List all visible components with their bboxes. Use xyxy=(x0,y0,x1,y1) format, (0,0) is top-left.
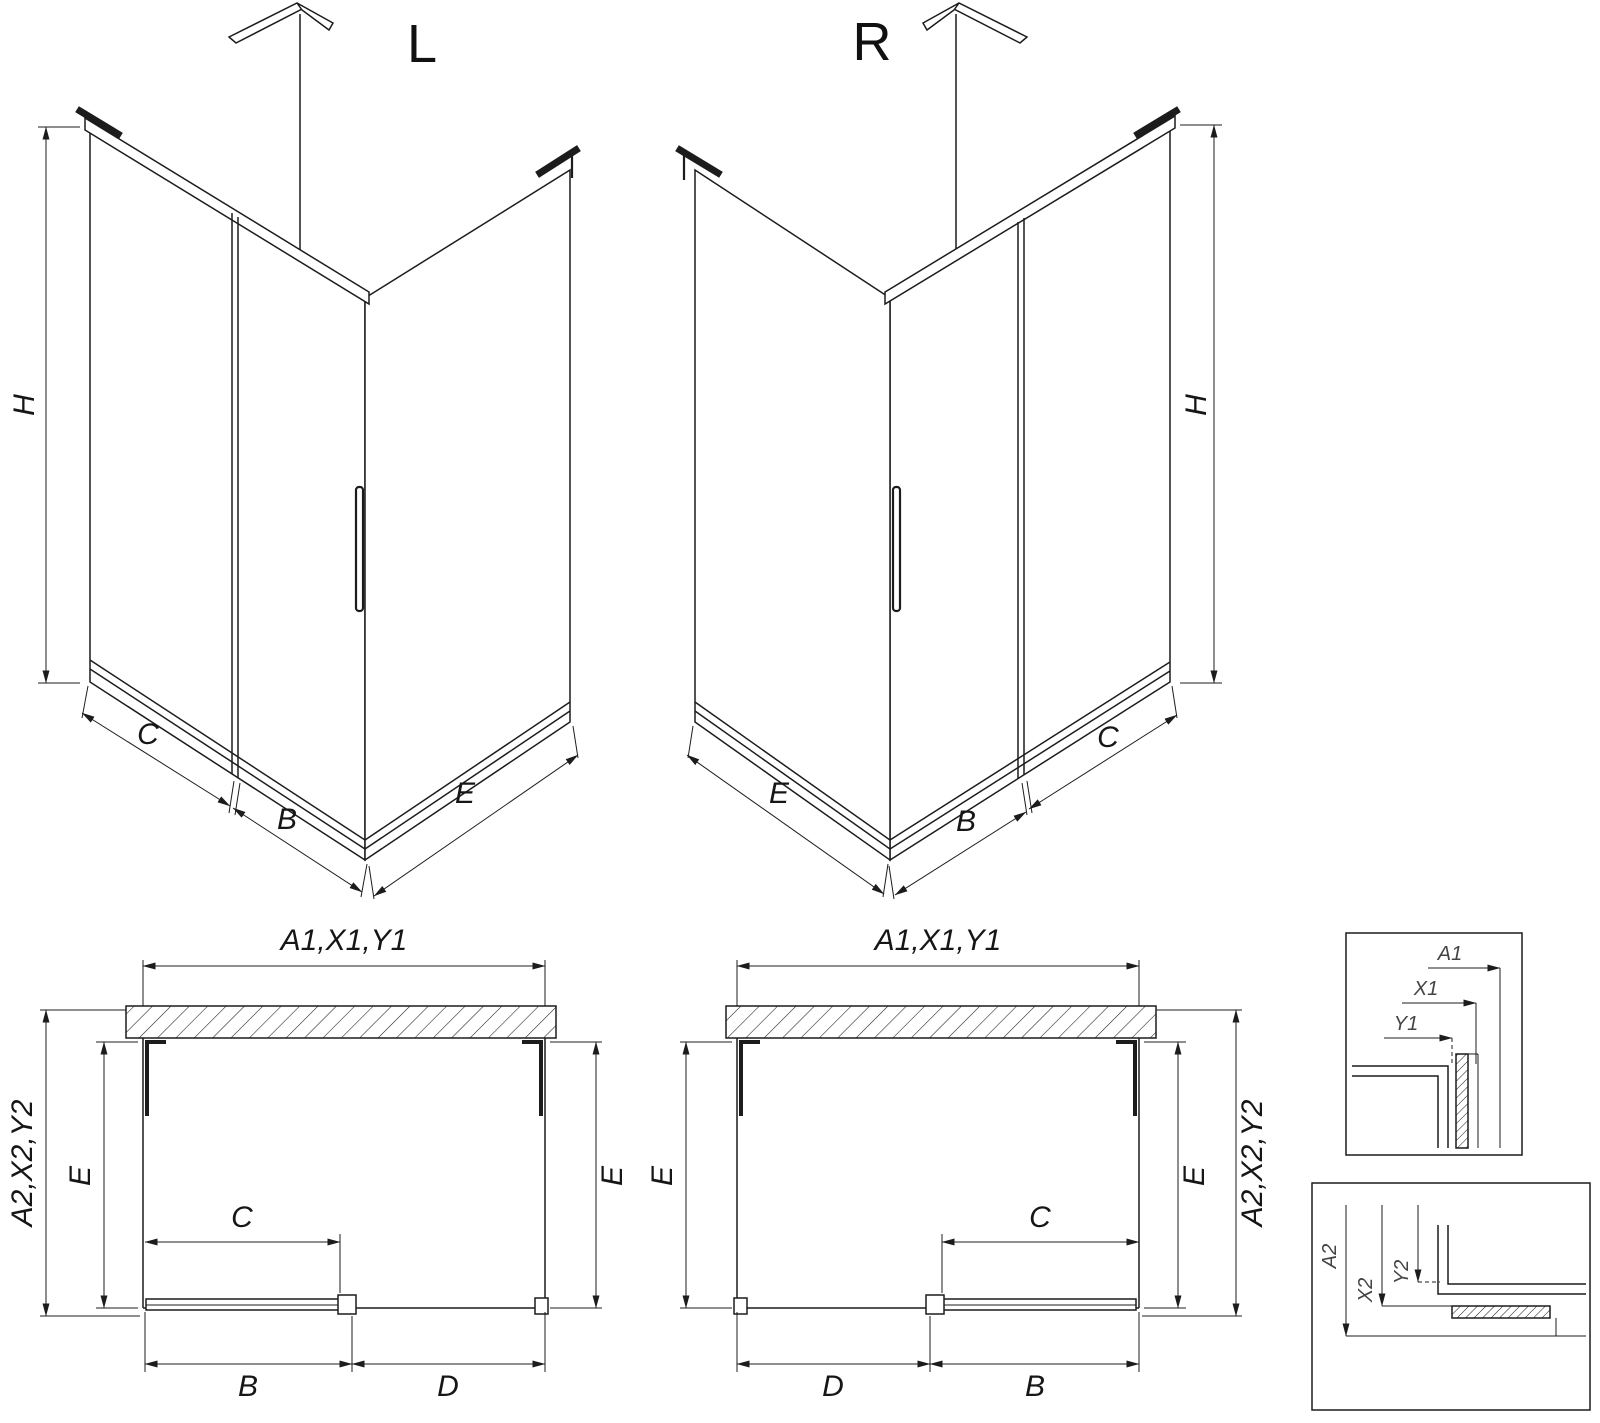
dim-e: E xyxy=(686,725,889,898)
dim-c: C xyxy=(81,685,235,814)
dim-depth-a2: A2,X2,Y2 xyxy=(1142,1009,1269,1317)
glass-panels xyxy=(694,124,1171,862)
dim-label-y1: Y1 xyxy=(1394,1013,1418,1035)
detail-frame xyxy=(1345,932,1523,1156)
door-handle xyxy=(891,485,902,613)
wall-brackets xyxy=(675,106,1181,180)
top-rail xyxy=(884,114,1176,306)
door-track xyxy=(145,1294,549,1315)
dim-label-y2: Y2 xyxy=(1391,1260,1413,1284)
dim-label-a1x1y1: A1,X1,Y1 xyxy=(279,924,408,957)
dim-label-d: D xyxy=(437,1370,459,1403)
iso-left-view: L xyxy=(8,2,581,900)
dim-label-b: B xyxy=(1025,1370,1045,1403)
dim-c: C xyxy=(941,1201,1140,1293)
sliding-door-divider xyxy=(1017,218,1025,779)
dim-label-d: D xyxy=(822,1370,844,1403)
wall-section xyxy=(125,1005,557,1039)
dim-label-e: E xyxy=(64,1165,97,1186)
plan-right-view: A1,X1,Y1 E E xyxy=(646,924,1269,1403)
dim-c: C xyxy=(144,1201,341,1293)
dim-a1: A1 xyxy=(1428,943,1501,1148)
dim-height: H xyxy=(1180,124,1222,684)
iso-right-view: R xyxy=(675,2,1222,900)
wall-brackets xyxy=(75,106,581,178)
variant-label-right: R xyxy=(853,12,892,72)
dim-label-e: E xyxy=(769,777,790,810)
dim-label-h: H xyxy=(8,394,41,416)
door-handle xyxy=(354,485,365,613)
dim-label-c: C xyxy=(137,718,159,751)
detail-width-view: A1 X1 Y1 xyxy=(1345,932,1523,1156)
dim-label-a2: A2 xyxy=(1319,1244,1341,1269)
dim-label-c: C xyxy=(1097,721,1119,754)
dim-label-a2x2y2: A2,X2,Y2 xyxy=(6,1099,39,1228)
dim-c: C xyxy=(1026,685,1178,814)
wall-profile-section xyxy=(1437,1225,1586,1336)
dim-a2: A2 xyxy=(1319,1205,1586,1337)
dim-e-right: E xyxy=(1144,1041,1211,1309)
dim-y2: Y2 xyxy=(1391,1205,1440,1284)
variant-label-left: L xyxy=(407,14,437,74)
dim-label-h: H xyxy=(1180,394,1213,416)
detail-frame xyxy=(1311,1182,1591,1411)
glass-outline xyxy=(142,1038,546,1309)
ceiling-support-bar xyxy=(921,2,1029,256)
dim-d-b: D B xyxy=(736,1312,1140,1403)
dim-label-e: E xyxy=(596,1165,629,1186)
plan-left-view: A1,X1,Y1 E E xyxy=(6,924,629,1403)
dim-e: E xyxy=(368,725,579,900)
dim-label-a1: A1 xyxy=(1437,943,1462,965)
dim-label-c: C xyxy=(231,1201,253,1234)
dim-width-a1: A1,X1,Y1 xyxy=(736,924,1140,1032)
dim-label-b: B xyxy=(238,1370,258,1403)
dim-label-e: E xyxy=(646,1165,679,1186)
dim-label-b: B xyxy=(956,805,976,838)
dim-label-a2x2y2: A2,X2,Y2 xyxy=(1236,1099,1269,1228)
ceiling-support-bar xyxy=(227,2,335,256)
dim-label-a1x1y1: A1,X1,Y1 xyxy=(873,924,1002,957)
dim-b: B xyxy=(232,782,368,898)
dim-label-x1: X1 xyxy=(1413,978,1438,1000)
dim-width-a1: A1,X1,Y1 xyxy=(142,924,546,1032)
glass-panels xyxy=(89,126,571,862)
dim-e-left: E xyxy=(64,1041,138,1309)
dim-e-right: E xyxy=(550,1041,629,1309)
top-rail xyxy=(84,116,370,306)
detail-depth-view: A2 X2 Y2 xyxy=(1311,1182,1591,1411)
sliding-door-divider xyxy=(231,213,239,778)
glass-outline xyxy=(736,1038,1140,1309)
dim-x2: X2 xyxy=(1355,1205,1452,1307)
dim-label-x2: X2 xyxy=(1355,1278,1377,1303)
dim-b: B xyxy=(888,782,1028,900)
wall-profile-section xyxy=(1352,1053,1479,1149)
dim-depth-a2: A2,X2,Y2 xyxy=(6,1009,140,1317)
dim-e-left: E xyxy=(646,1041,732,1309)
dim-label-b: B xyxy=(277,803,297,836)
dim-label-e: E xyxy=(1178,1165,1211,1186)
dim-height: H xyxy=(8,126,80,684)
dim-label-e: E xyxy=(455,777,476,810)
door-track xyxy=(733,1294,1137,1315)
dim-b-d: B D xyxy=(144,1312,546,1403)
wall-section xyxy=(725,1005,1157,1039)
dim-y1: Y1 xyxy=(1384,1013,1453,1064)
dim-label-c: C xyxy=(1029,1201,1051,1234)
